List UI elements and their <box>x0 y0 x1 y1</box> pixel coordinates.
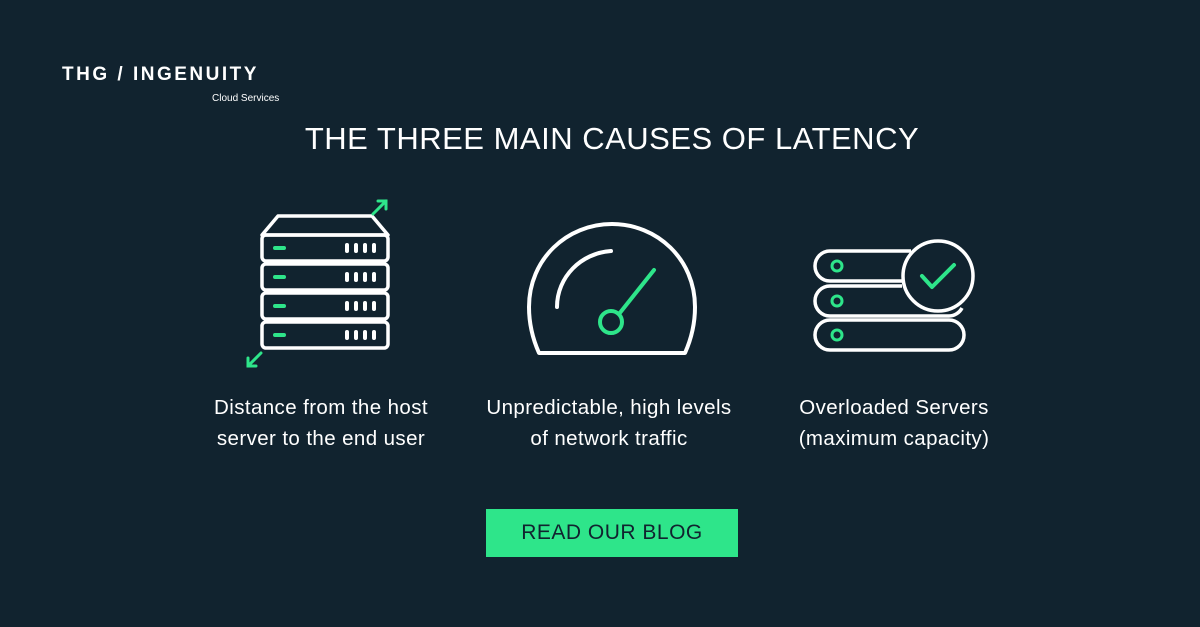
cause-overload-text: Overloaded Servers (maximum capacity) <box>744 392 1044 454</box>
brand-subtitle: Cloud Services <box>212 93 280 104</box>
cause-distance-text: Distance from the host server to the end… <box>171 392 471 454</box>
brand-name: THG / INGENUITY <box>62 64 259 85</box>
cause-traffic-text: Unpredictable, high levels of network tr… <box>459 392 759 454</box>
page-title: THE THREE MAIN CAUSES OF LATENCY <box>304 121 920 156</box>
cause-distance-line-2: server to the end user <box>216 427 426 450</box>
server-check-icon <box>813 239 975 352</box>
cause-overload-line-1: Overloaded Servers <box>799 396 989 419</box>
read-blog-button[interactable]: READ OUR BLOG <box>486 509 738 557</box>
speedometer-icon <box>527 222 697 355</box>
brand-logo: THG / INGENUITY Cloud Services <box>62 64 302 108</box>
server-rack-arrows-icon <box>246 199 390 368</box>
cause-overload-line-2: (maximum capacity) <box>798 427 990 450</box>
cause-traffic-line-1: Unpredictable, high levels <box>486 396 732 419</box>
cause-traffic-line-2: of network traffic <box>530 427 688 450</box>
cause-distance-line-1: Distance from the host <box>214 396 428 419</box>
